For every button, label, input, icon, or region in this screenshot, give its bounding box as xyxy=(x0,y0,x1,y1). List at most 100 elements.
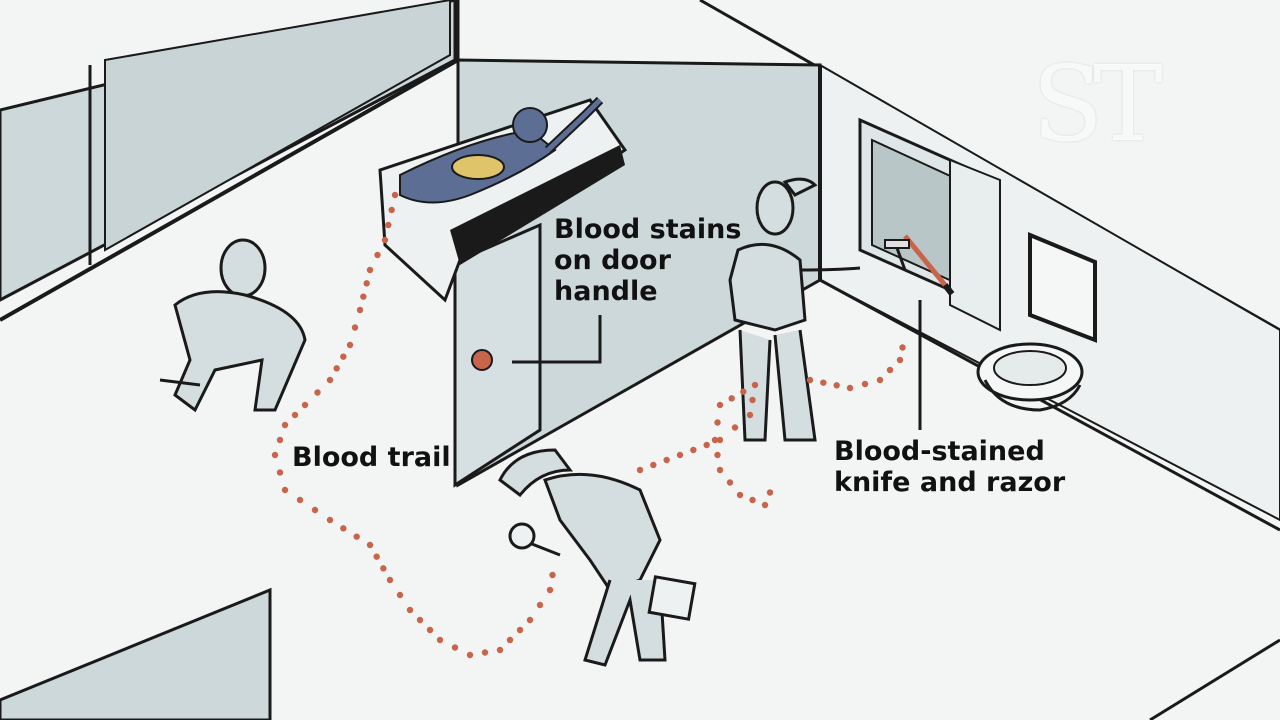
blood-drop xyxy=(731,424,739,431)
blood-drop xyxy=(373,553,380,560)
blood-drop xyxy=(451,644,459,651)
blood-drop xyxy=(356,306,364,314)
blood-drop xyxy=(271,451,279,459)
blood-drop xyxy=(351,324,359,331)
door-handle-icon xyxy=(471,349,493,371)
blood-drop xyxy=(820,379,827,386)
lower-partition xyxy=(0,587,272,720)
blood-drop xyxy=(714,451,721,459)
blood-drop xyxy=(766,489,774,496)
left-wall-panel xyxy=(104,0,451,252)
blood-drop xyxy=(546,586,554,594)
blood-drop xyxy=(746,411,754,419)
blood-drop xyxy=(536,601,544,609)
mirror-icon xyxy=(1028,232,1097,343)
blood-drop xyxy=(391,191,399,199)
label-line: Blood-stained xyxy=(834,436,1045,467)
blood-drop xyxy=(690,446,697,454)
blood-drop xyxy=(806,376,814,384)
blood-drop xyxy=(346,341,354,349)
blood-drop xyxy=(861,380,869,388)
blood-drop xyxy=(749,496,756,504)
blood-drop xyxy=(846,384,854,392)
blood-drop xyxy=(896,356,904,364)
knife-icon xyxy=(903,234,955,296)
blood-drop xyxy=(516,626,524,634)
blood-drop xyxy=(716,436,724,444)
door-label-pointer xyxy=(512,315,602,364)
blood-drop xyxy=(506,636,514,644)
blood-drop xyxy=(366,541,374,549)
blood-drop xyxy=(340,353,347,360)
blood-drop xyxy=(736,491,744,499)
blood-drop xyxy=(749,396,756,404)
blood-drop xyxy=(353,533,360,540)
blood-drop xyxy=(761,501,769,509)
blood-drop xyxy=(716,401,724,409)
label-line: on door xyxy=(554,245,671,276)
blood-drop xyxy=(374,251,381,259)
blood-drop xyxy=(899,344,906,351)
blood-drop xyxy=(711,436,719,444)
blood-drop xyxy=(340,525,347,532)
blood-drop xyxy=(436,636,444,644)
victim xyxy=(399,96,604,204)
blood-drop xyxy=(650,461,657,469)
blood-drop xyxy=(726,479,734,486)
blood-drop xyxy=(426,626,434,634)
blood-drop xyxy=(481,649,489,656)
blood-drop xyxy=(276,469,284,476)
blood-trail-label: Blood trail xyxy=(292,442,451,473)
blood-drop xyxy=(386,576,394,584)
blood-drop xyxy=(333,365,340,372)
blood-drop xyxy=(740,388,747,395)
blood-drop xyxy=(676,451,684,459)
blood-drop xyxy=(326,376,334,384)
razor-icon xyxy=(884,239,910,271)
blood-drop xyxy=(406,606,414,614)
blood-drop xyxy=(716,466,724,474)
blood-drop xyxy=(326,516,334,524)
blood-drop xyxy=(366,266,374,274)
blood-drop xyxy=(728,395,735,402)
blood-drop xyxy=(886,366,894,374)
blood-drop xyxy=(876,376,884,384)
blood-drop xyxy=(381,236,389,244)
blood-drop xyxy=(281,486,289,494)
blood-drop xyxy=(496,646,504,654)
standing-investigator xyxy=(728,177,861,442)
blood-drop xyxy=(703,441,710,449)
blood-drop xyxy=(416,616,424,624)
st-logo: ST xyxy=(1032,43,1163,165)
blood-drop xyxy=(549,571,556,579)
blood-drop xyxy=(380,565,387,572)
blood-drop xyxy=(296,496,304,504)
door xyxy=(453,222,542,488)
blood-drop xyxy=(363,280,370,287)
blood-stains-door-handle-label: Blood stains on door handle xyxy=(554,214,741,307)
label-line: handle xyxy=(554,276,658,307)
blood-drop xyxy=(466,651,474,659)
magnifying-glass-icon xyxy=(508,522,536,550)
blood-drop xyxy=(526,616,534,624)
blood-drop xyxy=(396,591,404,599)
blood-drop xyxy=(301,401,309,409)
blood-drop xyxy=(281,421,289,429)
label-line: Blood stains xyxy=(554,214,742,245)
blood-drop xyxy=(714,419,721,426)
blood-drop xyxy=(663,456,670,464)
blood-drop xyxy=(833,382,840,389)
blood-drop xyxy=(276,436,284,444)
label-line: knife and razor xyxy=(834,467,1066,498)
blood-drop xyxy=(636,466,644,474)
blood-drop xyxy=(291,411,299,419)
bed-icon xyxy=(378,98,628,303)
blood-drop xyxy=(314,389,321,396)
blood-drop xyxy=(388,206,395,214)
sink-icon xyxy=(976,342,1084,412)
blood-drop xyxy=(751,381,759,389)
bending-investigator xyxy=(498,448,697,667)
blood-drop xyxy=(360,293,367,300)
